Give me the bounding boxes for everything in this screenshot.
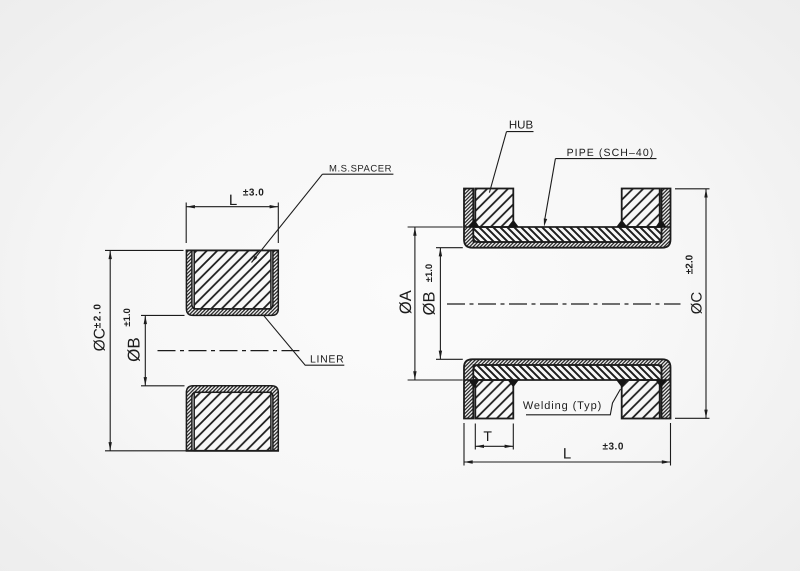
svg-text:Welding (Typ): Welding (Typ) bbox=[523, 400, 602, 412]
svg-text:ØC: ØC bbox=[92, 328, 109, 351]
svg-text:PIPE (SCH–40): PIPE (SCH–40) bbox=[567, 147, 655, 159]
svg-text:±2.0: ±2.0 bbox=[92, 303, 103, 329]
svg-text:M.S.SPACER: M.S.SPACER bbox=[329, 164, 392, 175]
svg-text:L: L bbox=[229, 192, 237, 209]
svg-text:±1.0: ±1.0 bbox=[122, 308, 133, 326]
svg-text:T: T bbox=[483, 428, 492, 444]
svg-text:L: L bbox=[563, 446, 571, 463]
svg-text:±2.0: ±2.0 bbox=[685, 254, 696, 274]
svg-text:±3.0: ±3.0 bbox=[243, 187, 264, 198]
svg-text:±3.0: ±3.0 bbox=[603, 442, 624, 453]
svg-text:ØC: ØC bbox=[688, 292, 705, 315]
svg-text:ØB: ØB bbox=[125, 337, 144, 362]
svg-text:±1.0: ±1.0 bbox=[424, 264, 435, 282]
svg-text:LINER: LINER bbox=[310, 353, 344, 365]
svg-text:HUB: HUB bbox=[509, 120, 534, 132]
svg-text:ØA: ØA bbox=[397, 290, 415, 314]
svg-text:ØB: ØB bbox=[420, 291, 438, 315]
